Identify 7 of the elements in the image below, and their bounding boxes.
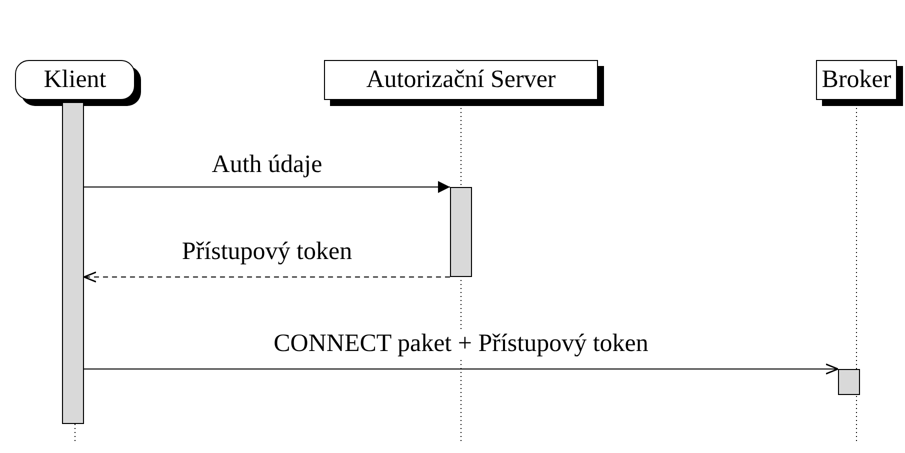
- message-arrow: [83, 271, 450, 283]
- edge-label: CONNECT paket + Přístupový token: [272, 329, 650, 359]
- activation-bar: [838, 369, 860, 395]
- activation-bar: [62, 102, 84, 424]
- message-arrow: [84, 181, 450, 193]
- activation-bar: [450, 187, 472, 277]
- message-arrow: [84, 363, 839, 375]
